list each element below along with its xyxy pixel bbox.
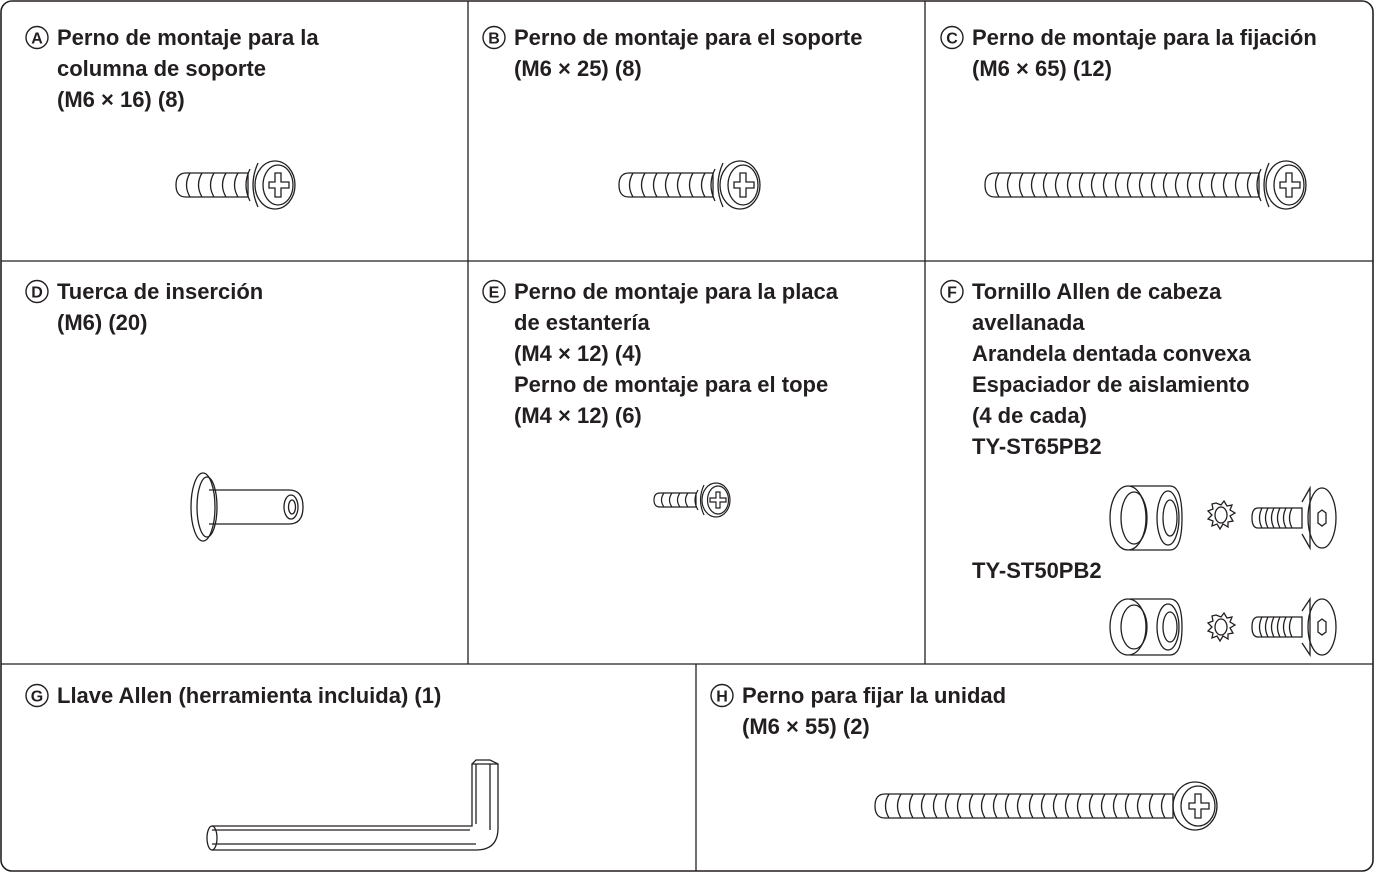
circled-letter-a: A — [25, 22, 51, 53]
insulation-spacer-icon — [1109, 485, 1183, 551]
model-label-st65: TY-ST65PB2 — [972, 434, 1102, 459]
toothed-washer-icon — [1206, 499, 1237, 531]
part-label-line: Llave Allen (herramienta incluida) (1) — [57, 683, 442, 708]
circled-letter-e: E — [482, 276, 508, 307]
part-label-line: Tuerca de inserción — [57, 279, 264, 304]
part-label-line: Perno para fijar la unidad — [742, 683, 1007, 708]
circled-letter-f: F — [940, 276, 966, 307]
part-label-line: (M4 × 12) (4) — [514, 341, 642, 366]
circled-letter-h: H — [710, 680, 736, 711]
part-label-line: columna de soporte — [57, 56, 267, 81]
svg-text:H: H — [716, 689, 728, 706]
pan-head-bolt-icon — [174, 155, 314, 220]
part-label-line: Perno de montaje para el soporte — [514, 25, 863, 50]
allen-key-icon — [200, 758, 500, 863]
model-label-st50: TY-ST50PB2 — [972, 558, 1102, 583]
countersunk-hex-screw-icon — [1251, 485, 1337, 551]
part-label-line: Tornillo Allen de cabeza — [972, 279, 1222, 304]
circled-letter-c: C — [940, 22, 966, 53]
circled-letter-b: B — [482, 22, 508, 53]
spacer-washer-screw-set — [1100, 596, 1340, 663]
svg-text:G: G — [31, 689, 43, 706]
svg-text:F: F — [947, 285, 957, 302]
part-label-line: (M6) (20) — [57, 310, 148, 335]
toothed-washer-icon — [1206, 611, 1237, 643]
spacer-washer-screw-set — [1100, 478, 1340, 563]
svg-text:D: D — [31, 285, 43, 302]
countersunk-hex-screw-icon — [1251, 596, 1337, 658]
svg-text:E: E — [489, 285, 500, 302]
circled-letter-g: G — [25, 680, 51, 711]
part-label-line: Perno de montaje para la placa — [514, 279, 839, 304]
pan-head-bolt-icon — [652, 479, 742, 526]
part-label-line: (M6 × 16) (8) — [57, 87, 185, 112]
insulation-spacer-icon — [1109, 598, 1183, 656]
part-label-line: de estantería — [514, 310, 650, 335]
part-label-line: (M6 × 55) (2) — [742, 714, 870, 739]
part-label-line: (M6 × 25) (8) — [514, 56, 642, 81]
pan-head-bolt-icon — [873, 778, 1223, 839]
insert-nut-icon — [185, 468, 315, 551]
part-label-line: (M4 × 12) (6) — [514, 403, 642, 428]
svg-text:C: C — [946, 31, 958, 48]
part-label-line: Espaciador de aislamiento — [972, 372, 1250, 397]
part-label-line: Perno de montaje para el tope — [514, 372, 829, 397]
part-label-line: Perno de montaje para la — [57, 25, 319, 50]
svg-text:B: B — [488, 31, 500, 48]
part-label-line: avellanada — [972, 310, 1085, 335]
part-label-line: (M6 × 65) (12) — [972, 56, 1112, 81]
circled-letter-d: D — [25, 276, 51, 307]
part-label-line: (4 de cada) — [972, 403, 1087, 428]
pan-head-bolt-icon — [983, 155, 1323, 220]
svg-text:A: A — [31, 31, 43, 48]
pan-head-bolt-icon — [617, 155, 777, 220]
part-label-line: Perno de montaje para la fijación — [972, 25, 1317, 50]
part-label-line: Arandela dentada convexa — [972, 341, 1251, 366]
